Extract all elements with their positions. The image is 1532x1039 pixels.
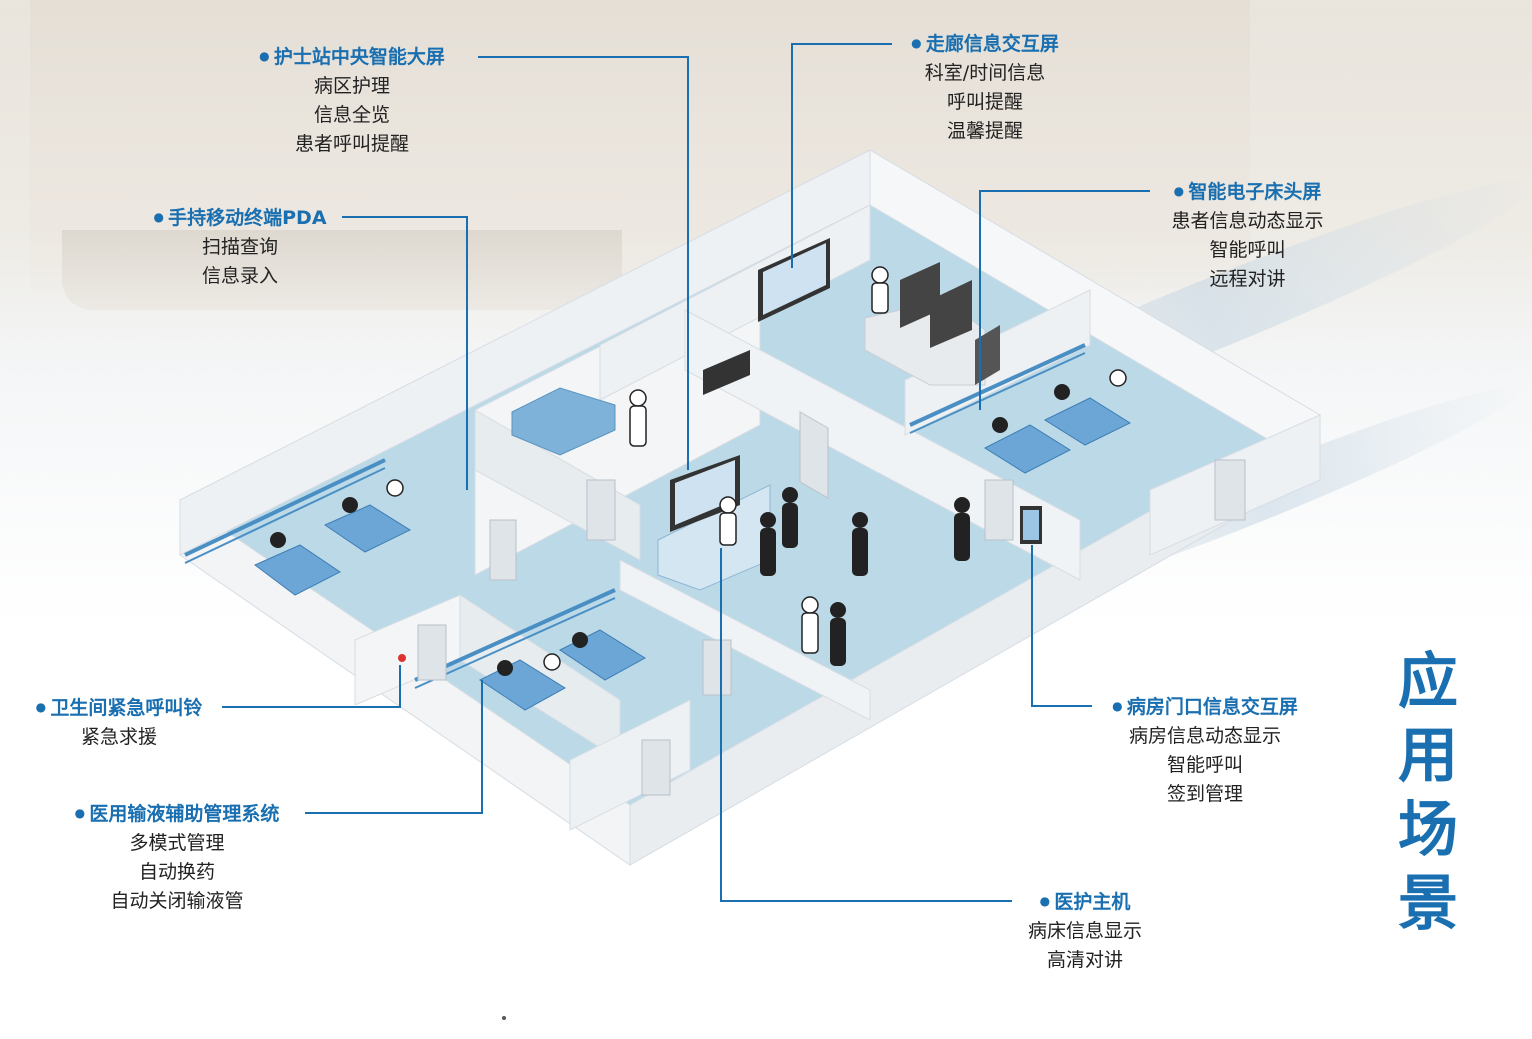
callout-host: 医护主机 病床信息显示 高清对讲 (1000, 887, 1170, 975)
callout-line: 信息全览 (313, 104, 390, 126)
wall-stripe (414, 588, 616, 682)
side-title: 应 用 场 景 (1392, 645, 1464, 941)
callout-line: 智能呼叫 (1209, 239, 1286, 261)
callout-line: 紧急求援 (80, 726, 157, 748)
callout-title: 走廊信息交互屏 (870, 29, 1100, 59)
monitor (930, 280, 972, 348)
people (270, 384, 1070, 676)
callout-line: 扫描查询 (201, 236, 278, 258)
leader-line-infusion (305, 680, 483, 814)
callout-line: 自动换药 (138, 861, 215, 883)
callout-title: 医护主机 (1000, 887, 1170, 917)
callout-corridor-screen: 走廊信息交互屏 科室/时间信息 呼叫提醒 温馨提醒 (870, 29, 1100, 146)
door (641, 739, 671, 796)
door (586, 479, 616, 541)
callout-line: 智能呼叫 (1166, 754, 1243, 776)
door (702, 639, 732, 696)
wall-stripe (184, 458, 386, 557)
callout-line: 病房信息动态显示 (1128, 725, 1281, 747)
callout-title: 智能电子床头屏 (1140, 177, 1355, 207)
callout-door-screen: 病房门口信息交互屏 病房信息动态显示 智能呼叫 签到管理 (1080, 692, 1330, 809)
callout-line: 温馨提醒 (946, 120, 1023, 142)
callout-pda: 手持移动终端PDA 扫描查询 信息录入 (130, 203, 350, 291)
callout-title: 手持移动终端PDA (130, 203, 350, 233)
callout-line: 多模式管理 (129, 832, 225, 854)
callout-line: 高清对讲 (1046, 949, 1123, 971)
monitor (975, 325, 1000, 385)
callout-line: 自动关闭输液管 (110, 890, 244, 912)
door (489, 519, 517, 581)
side-title-char: 用 (1398, 721, 1458, 791)
router-device (703, 350, 750, 395)
wall-stripe (184, 467, 386, 564)
background-counter (62, 230, 622, 310)
corridor-screen-display (763, 243, 826, 315)
door (417, 624, 447, 681)
callout-title: 病房门口信息交互屏 (1080, 692, 1330, 722)
wall-stripe (414, 597, 616, 689)
callout-line: 远程对讲 (1209, 268, 1286, 290)
emergency-bell (398, 654, 406, 662)
callout-title: 医用输液辅助管理系统 (52, 799, 302, 829)
callout-title: 护士站中央智能大屏 (232, 42, 472, 72)
callout-line: 信息录入 (201, 265, 278, 287)
callout-line: 签到管理 (1166, 783, 1243, 805)
partition (569, 699, 691, 831)
wall-stripe (909, 352, 1086, 434)
callout-line: 呼叫提醒 (946, 91, 1023, 113)
door (1214, 459, 1246, 521)
callout-infusion-system: 医用输液辅助管理系统 多模式管理 自动换药 自动关闭输液管 (52, 799, 302, 916)
central-big-screen-display (675, 460, 735, 525)
door-info-screen-display (1023, 510, 1039, 540)
callout-bedside-screen: 智能电子床头屏 患者信息动态显示 智能呼叫 远程对讲 (1140, 177, 1355, 294)
leader-line-corridor (791, 43, 892, 268)
callout-title: 卫生间紧急呼叫铃 (14, 693, 224, 723)
central-nurse-desk (657, 484, 771, 591)
wall-stripe (909, 343, 1086, 427)
leader-line-nurse-station (478, 56, 689, 470)
side-title-char: 场 (1398, 795, 1458, 865)
stray-dot (502, 1016, 506, 1020)
leader-line-toilet (222, 665, 401, 708)
leader-line-pda (342, 216, 468, 490)
nurses (386, 266, 1127, 671)
callout-line: 科室/时间信息 (924, 62, 1046, 84)
callout-line: 患者信息动态显示 (1171, 210, 1324, 232)
side-title-char: 应 (1398, 647, 1458, 717)
door (799, 411, 829, 499)
side-title-char: 景 (1398, 869, 1458, 939)
partition (619, 559, 871, 721)
partition (684, 309, 1081, 581)
callout-line: 患者呼叫提醒 (294, 133, 409, 155)
callout-toilet-bell: 卫生间紧急呼叫铃 紧急求援 (14, 693, 224, 752)
callout-line: 病区护理 (313, 75, 390, 97)
storage-cabinet (511, 387, 616, 456)
leader-line-door (1031, 545, 1092, 707)
callout-line: 病床信息显示 (1027, 920, 1142, 942)
door (984, 479, 1014, 541)
callout-nurse-station-screen: 护士站中央智能大屏 病区护理 信息全览 患者呼叫提醒 (232, 42, 472, 159)
leader-line-bedside (979, 190, 1150, 410)
leader-line-host (720, 548, 1012, 902)
